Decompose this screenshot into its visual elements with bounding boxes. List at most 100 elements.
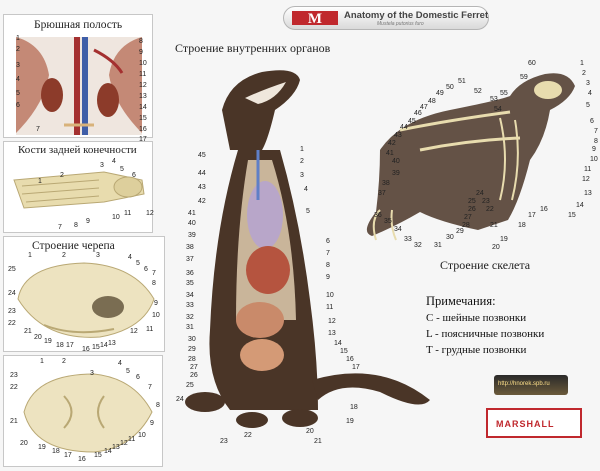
skull-bottom-label-19: 19: [38, 444, 46, 451]
note-cervical: C - шейные позвонки: [426, 312, 527, 324]
skeleton-label-8: 8: [594, 138, 598, 145]
abdominal-illustration: [16, 37, 142, 135]
abdominal-label-2: 2: [16, 46, 20, 53]
organs-right-label-17: 17: [352, 364, 360, 371]
page-title: Anatomy of the Domestic Ferret: [344, 10, 489, 21]
skeleton-label-52: 52: [474, 88, 482, 95]
skeleton-label-34: 34: [394, 226, 402, 233]
organs-right-label-18: 18: [350, 404, 358, 411]
logo-letter: M: [308, 11, 322, 27]
organs-left-label-25: 25: [186, 382, 194, 389]
skull-bottom-label-3: 3: [90, 370, 94, 377]
organs-right-label-15: 15: [340, 348, 348, 355]
skeleton-label-41: 41: [386, 150, 394, 157]
abdominal-label-15: 15: [139, 115, 147, 122]
abdominal-label-16: 16: [139, 126, 147, 133]
skeleton-label-28: 28: [462, 222, 470, 229]
skeleton-label-49: 49: [436, 90, 444, 97]
abdominal-label-3: 3: [16, 62, 20, 69]
skeleton-label-23: 23: [482, 198, 490, 205]
skull-label-21: 21: [24, 328, 32, 335]
organs-right-label-4: 4: [304, 186, 308, 193]
skull-label-6: 6: [144, 266, 148, 273]
skeleton-label-36: 36: [374, 212, 382, 219]
abdominal-label-11: 11: [139, 71, 147, 78]
abdominal-label-17: 17: [139, 136, 147, 143]
hind-limb-panel: Кости задней конечности: [3, 141, 153, 233]
abdominal-title: Брюшная полость: [34, 19, 123, 31]
skeleton-label-48: 48: [428, 98, 436, 105]
skull-bottom-label-22: 22: [10, 384, 18, 391]
hind-limb-label-5: 5: [120, 166, 124, 173]
note-thoracic: T - грудные позвонки: [426, 344, 527, 356]
skeleton-label-6: 6: [590, 118, 594, 125]
organs-right-label-9: 9: [326, 274, 330, 281]
skull-bottom-label-13: 13: [112, 444, 120, 451]
organs-right-label-21: 21: [314, 438, 322, 445]
skeleton-label-43: 43: [394, 132, 402, 139]
abdominal-label-6: 6: [16, 102, 20, 109]
skull-label-17: 17: [66, 342, 74, 349]
skeleton-label-24: 24: [476, 190, 484, 197]
skeleton-label-2: 2: [582, 70, 586, 77]
skull-label-5: 5: [136, 260, 140, 267]
note-lumbar: L - поясничные позвонки: [426, 328, 545, 340]
organs-right-label-6: 6: [326, 238, 330, 245]
hind-limb-label-1: 1: [38, 178, 42, 185]
hind-limb-label-11: 11: [124, 210, 132, 217]
skeleton-label-7: 7: [594, 128, 598, 135]
skull-bottom-label-23: 23: [10, 372, 18, 379]
skull-label-13: 13: [108, 340, 116, 347]
organs-right-label-10: 10: [326, 292, 334, 299]
organs-left-label-28: 28: [188, 356, 196, 363]
skeleton-label-37: 37: [378, 190, 386, 197]
skull-label-19: 19: [44, 338, 52, 345]
skeleton-label-44: 44: [400, 124, 408, 131]
skull-label-11: 11: [146, 326, 154, 333]
organs-right-label-8: 8: [326, 262, 330, 269]
organs-right-label-2: 2: [300, 158, 304, 165]
organs-left-label-41: 41: [188, 210, 196, 217]
organs-left-label-36: 36: [186, 270, 194, 277]
organs-left-label-32: 32: [186, 314, 194, 321]
skeleton-label-10: 10: [590, 156, 598, 163]
marshall-logo-icon: M: [292, 11, 338, 27]
skeleton-label-31: 31: [434, 242, 442, 249]
abdominal-label-4: 4: [16, 76, 20, 83]
skull-label-15: 15: [92, 344, 100, 351]
organs-left-label-42: 42: [198, 198, 206, 205]
organs-left-label-34: 34: [186, 292, 194, 299]
organs-right-label-7: 7: [326, 250, 330, 257]
skeleton-label-46: 46: [414, 110, 422, 117]
abdominal-label-14: 14: [139, 104, 147, 111]
skeleton-label-42: 42: [388, 140, 396, 147]
internal-organs-title: Строение внутренних органов: [175, 41, 331, 55]
hind-limb-label-10: 10: [112, 214, 120, 221]
marshall-brand-badge: MARSHALL: [486, 408, 582, 438]
skeleton-label-47: 47: [420, 104, 428, 111]
organs-left-label-38: 38: [186, 244, 194, 251]
skull-label-14: 14: [100, 342, 108, 349]
page-subtitle: Mustela putorius furo: [377, 21, 424, 27]
skull-bottom-label-9: 9: [150, 420, 154, 427]
abdominal-label-7: 7: [36, 126, 40, 133]
skeleton-label-35: 35: [384, 218, 392, 225]
skeleton-label-25: 25: [468, 198, 476, 205]
skeleton-label-29: 29: [456, 228, 464, 235]
skeleton-label-18: 18: [518, 222, 526, 229]
skull-label-3: 3: [96, 252, 100, 259]
organs-right-label-14: 14: [334, 340, 342, 347]
skeleton-label-59: 59: [520, 74, 528, 81]
skeleton-label-39: 39: [392, 170, 400, 177]
skull-bottom-label-16: 16: [78, 456, 86, 463]
skull-label-9: 9: [154, 300, 158, 307]
organs-right-label-13: 13: [328, 330, 336, 337]
skeleton-label-13: 13: [584, 190, 592, 197]
hind-limb-illustration: [13, 171, 145, 209]
organs-left-label-22: 22: [244, 432, 252, 439]
skull-label-20: 20: [34, 334, 42, 341]
skull-label-18: 18: [56, 342, 64, 349]
organs-left-label-24: 24: [176, 396, 184, 403]
skeleton-label-5: 5: [586, 102, 590, 109]
